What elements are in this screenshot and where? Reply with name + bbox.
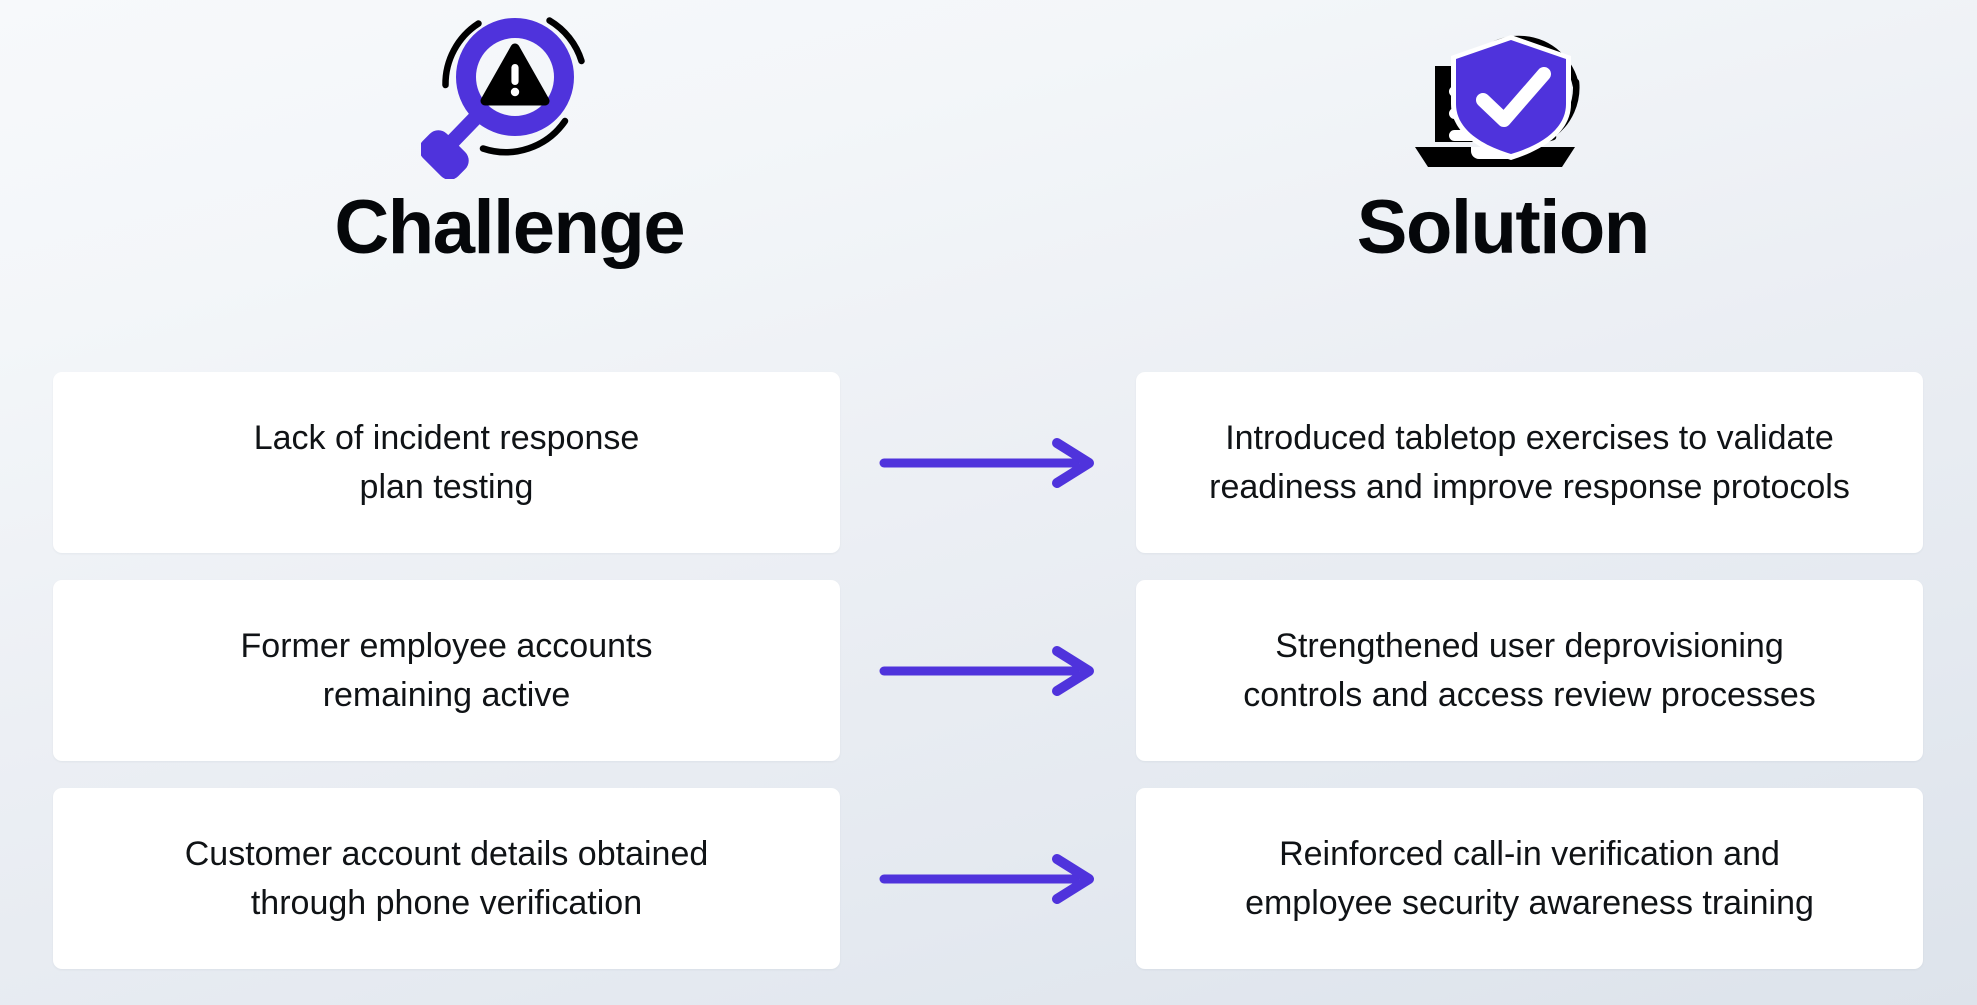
- challenge-card-2-text: Former employee accounts remaining activ…: [240, 627, 653, 714]
- solution-card-3-text: Reinforced call-in verification and empl…: [1245, 835, 1814, 922]
- column-headers: Challenge: [0, 0, 1977, 340]
- challenge-card-1[interactable]: Lack of incident response plan testing: [53, 372, 840, 553]
- solution-card-3[interactable]: Reinforced call-in verification and empl…: [1136, 788, 1923, 969]
- arrow-right-icon: [840, 580, 1136, 761]
- magnifier-warning-icon: [421, 0, 597, 182]
- solution-column-header: Solution: [989, 0, 1977, 340]
- challenge-card-3[interactable]: Customer account details obtained throug…: [53, 788, 840, 969]
- page-title-challenge: Challenge: [334, 185, 685, 270]
- arrow-right-icon: [840, 788, 1136, 969]
- solution-card-1-text: Introduced tabletop exercises to validat…: [1209, 419, 1850, 506]
- table-row: Customer account details obtained throug…: [53, 788, 1923, 969]
- solution-card-2[interactable]: Strengthened user deprovisioning control…: [1136, 580, 1923, 761]
- laptop-shield-check-icon: [1413, 0, 1593, 182]
- solution-card-1[interactable]: Introduced tabletop exercises to validat…: [1136, 372, 1923, 553]
- challenge-card-3-text: Customer account details obtained throug…: [184, 835, 709, 922]
- arrow-right-icon: [840, 372, 1136, 553]
- page-title-solution: Solution: [1356, 185, 1650, 270]
- comparison-rows: Lack of incident response plan testing I…: [53, 372, 1923, 969]
- table-row: Lack of incident response plan testing I…: [53, 372, 1923, 553]
- challenge-column-header: Challenge: [0, 0, 989, 340]
- solution-card-2-text: Strengthened user deprovisioning control…: [1243, 627, 1816, 714]
- table-row: Former employee accounts remaining activ…: [53, 580, 1923, 761]
- challenge-card-2[interactable]: Former employee accounts remaining activ…: [53, 580, 840, 761]
- challenge-card-1-text: Lack of incident response plan testing: [253, 419, 640, 506]
